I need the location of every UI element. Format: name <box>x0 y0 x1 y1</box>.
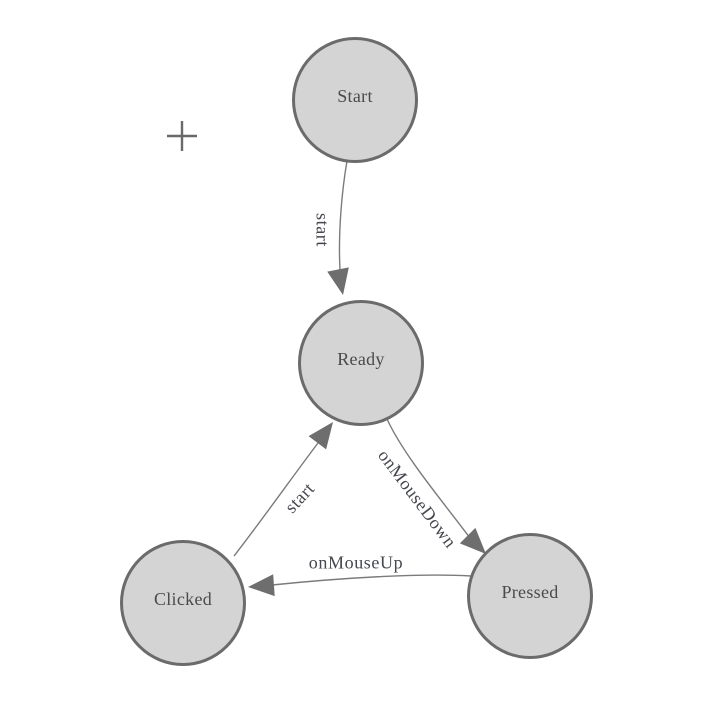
arrowhead-start-to-ready <box>327 267 349 295</box>
arrowhead-clicked-to-ready <box>308 422 333 450</box>
edge-ready-to-pressed[interactable] <box>386 418 471 539</box>
crosshair-cursor <box>167 121 197 151</box>
node-pressed-label: Pressed <box>501 581 559 602</box>
node-clicked-label: Clicked <box>153 588 213 609</box>
edge-label-start-to-ready: start <box>312 213 333 247</box>
node-ready[interactable]: Ready <box>298 300 424 426</box>
node-pressed[interactable]: Pressed <box>467 533 593 659</box>
edge-label-pressed-to-clicked: onMouseUp <box>308 552 404 573</box>
edge-start-to-ready[interactable] <box>338 160 348 271</box>
node-clicked[interactable]: Clicked <box>120 540 246 666</box>
node-start[interactable]: Start <box>292 37 418 163</box>
edge-pressed-to-clicked[interactable] <box>271 574 472 586</box>
node-ready-label: Ready <box>337 348 385 369</box>
edge-clicked-to-ready[interactable] <box>233 442 319 557</box>
arrowhead-pressed-to-clicked <box>248 574 275 597</box>
node-start-label: Start <box>337 85 373 106</box>
arrowhead-ready-to-pressed <box>459 527 486 554</box>
